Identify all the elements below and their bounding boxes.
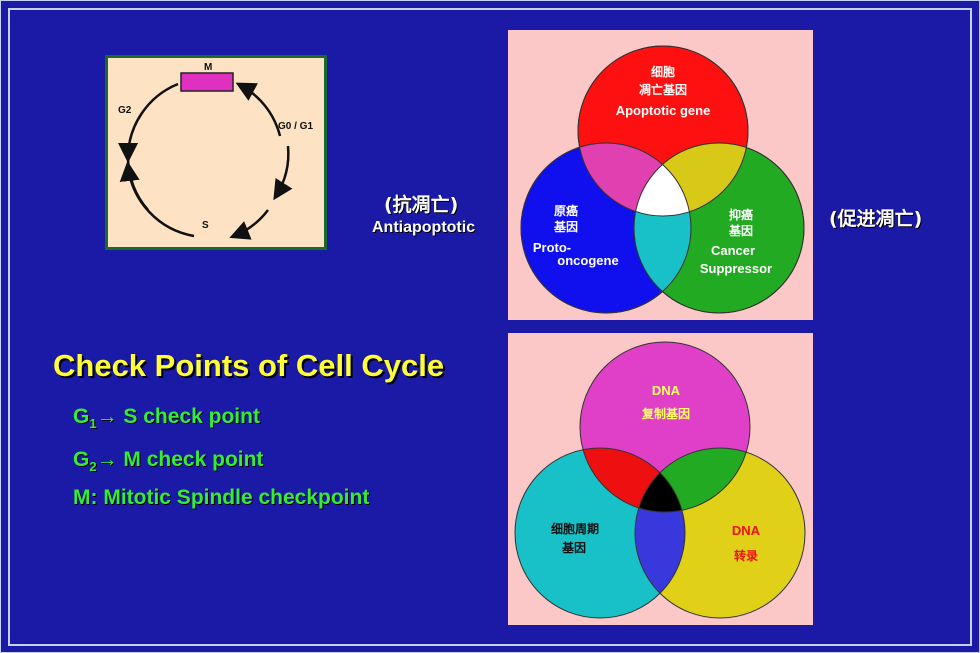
apoptosis-venn-svg: 细胞 凋亡基因 Apoptotic gene 原癌 基因 Proto- onco… [520, 45, 805, 314]
cell-cycle-diagram: M G2 G0 / G1 S [105, 55, 327, 250]
arc-g1-segment [273, 145, 293, 201]
g1-subscript: 1 [89, 416, 97, 432]
proto-cn-line1: 原癌 [554, 203, 578, 218]
proto-en-line1: Proto- [533, 240, 571, 255]
g1-checkpoint-text: → S check point [96, 405, 260, 428]
g1-checkpoint-line: G1→ S check point [73, 405, 260, 432]
checkpoints-title: Check Points of Cell Cycle [53, 348, 445, 383]
cycle-gene-cn-line1: 细胞周期 [551, 521, 599, 536]
replication-cn-label: 复制基因 [641, 406, 690, 421]
suppressor-cn-line1: 抑癌 [729, 207, 753, 222]
g2-checkpoint-text: → M check point [96, 448, 264, 471]
cell-cycle-svg: M G2 G0 / G1 S [118, 62, 313, 240]
m-phase-box [180, 72, 234, 92]
arc-g1-to-s [235, 82, 282, 137]
arc-s-to-g2 [119, 161, 195, 238]
m-label: M [204, 62, 212, 73]
apoptotic-cn-line1: 细胞 [651, 64, 675, 79]
dna-genes-venn-svg: DNA 复制基因 细胞周期 基因 DNA 转录 [514, 341, 806, 619]
suppressor-en-line1: Cancer [711, 243, 755, 258]
apoptotic-cn-line2: 凋亡基因 [639, 82, 687, 97]
arc-g2-to-m [118, 82, 179, 163]
arc-s-segment [229, 209, 269, 240]
proto-en-line2: oncogene [557, 253, 618, 268]
antiapoptotic-en-label: Antiapoptotic [372, 219, 476, 236]
transcription-en-label: DNA [732, 523, 761, 538]
suppressor-cn-line2: 基因 [728, 223, 753, 238]
antiapoptotic-cn-label: (抗凋亡) [384, 194, 459, 216]
g2-subscript: 2 [89, 459, 97, 475]
apoptotic-en-label: Apoptotic gene [616, 103, 711, 118]
g2-checkpoint-line: G2→ M check point [73, 448, 264, 475]
replication-en-label: DNA [652, 383, 681, 398]
g0g1-label: G0 / G1 [278, 121, 313, 132]
suppressor-en-line2: Suppressor [700, 261, 772, 276]
apoptosis-venn-diagram: 细胞 凋亡基因 Apoptotic gene 原癌 基因 Proto- onco… [508, 30, 813, 320]
pro-apoptotic-cn-label: (促进凋亡) [829, 208, 923, 230]
g2-label: G2 [118, 105, 132, 116]
cycle-gene-cn-line2: 基因 [561, 540, 586, 555]
dna-genes-venn-diagram: DNA 复制基因 细胞周期 基因 DNA 转录 [508, 333, 813, 625]
mitotic-checkpoint-line: M: Mitotic Spindle checkpoint [73, 486, 370, 509]
s-label: S [202, 220, 209, 231]
transcription-cn-label: 转录 [734, 548, 758, 563]
proto-cn-line2: 基因 [553, 219, 578, 234]
slide-inner-border [8, 8, 972, 646]
